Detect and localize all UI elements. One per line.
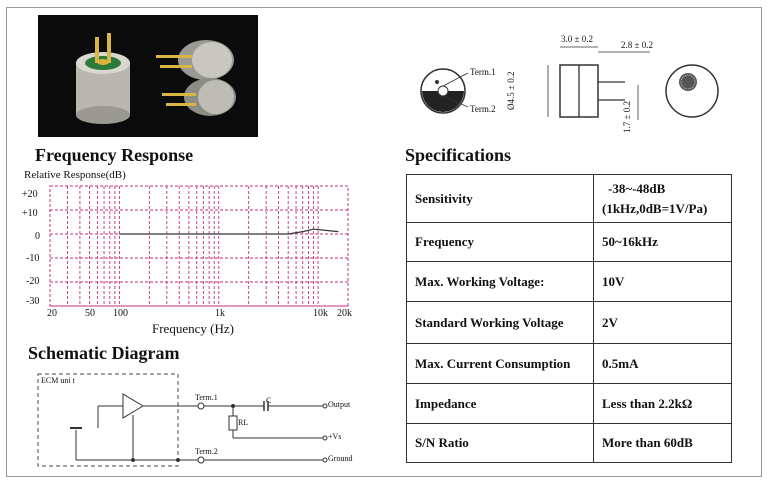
specifications-table: Sensitivity -38~-48dB (1kHz,0dB=1V/Pa) F…	[406, 174, 732, 463]
x-tick-label: 10k	[313, 308, 328, 319]
spec-row-impedance: Impedance Less than 2.2kΩ	[406, 383, 732, 424]
specifications-title: Specifications	[405, 145, 511, 165]
spec-row-sn-ratio: S/N Ratio More than 60dB	[406, 423, 732, 463]
chart-frame	[49, 185, 349, 307]
schematic-term1-label: Term.1	[195, 393, 218, 402]
spec-label: Standard Working Voltage	[406, 301, 594, 344]
x-tick-label: 20	[47, 308, 57, 319]
pin-spacing-dimension: 1.7 ± 0.2	[622, 101, 632, 133]
capacitor-label: C	[266, 396, 272, 405]
dimension-drawing	[420, 46, 719, 120]
spec-label: Max. Working Voltage:	[406, 261, 594, 302]
term2-label: Term.2	[470, 104, 496, 114]
spec-row-sensitivity: Sensitivity -38~-48dB (1kHz,0dB=1V/Pa)	[406, 174, 732, 223]
frequency-response-title: Frequency Response	[35, 145, 194, 165]
diameter-dimension: Ø4.5 ± 0.2	[506, 71, 516, 110]
spec-value: 50~16kHz	[593, 222, 732, 262]
amplifier-icon	[122, 393, 144, 419]
x-tick-label: 100	[113, 308, 128, 319]
spec-row-max-current-consumption: Max. Current Consumption 0.5mA	[406, 343, 732, 384]
x-tick-label: 20k	[337, 308, 352, 319]
spec-label: Impedance	[406, 383, 594, 424]
spec-value: -38~-48dB (1kHz,0dB=1V/Pa)	[593, 174, 732, 223]
chart-series	[119, 228, 339, 235]
spec-row-standard-working-voltage: Standard Working Voltage 2V	[406, 301, 732, 344]
y-tick-label: -30	[26, 296, 40, 307]
spec-label: Max. Current Consumption	[406, 343, 594, 384]
y-tick-label: -10	[26, 253, 40, 264]
term1-label: Term.1	[470, 67, 496, 77]
mic-rear-view	[665, 64, 719, 118]
resistor-label: RL	[238, 418, 249, 427]
spec-value: 10V	[593, 261, 732, 302]
chart-grid	[49, 185, 349, 307]
output-label: Output	[328, 400, 351, 409]
pin-length-dimension: 2.8 ± 0.2	[621, 40, 653, 50]
schematic-term2-label: Term.2	[195, 447, 218, 456]
ecm-unit-label: ECM uni t	[41, 376, 75, 385]
spec-value: More than 60dB	[593, 423, 732, 463]
chart-x-label: Frequency (Hz)	[152, 321, 234, 336]
x-tick-label: 50	[85, 308, 95, 319]
spec-row-frequency: Frequency 50~16kHz	[406, 222, 732, 262]
top-width-dimension: 3.0 ± 0.2	[561, 34, 593, 44]
ground-label: Ground	[328, 454, 353, 463]
resistor-icon	[228, 415, 238, 431]
spec-value: 0.5mA	[593, 343, 732, 384]
chart-y-label: Relative Response(dB)	[24, 169, 126, 181]
schematic-diagram-title: Schematic Diagram	[28, 343, 180, 363]
vs-label: +Vs	[328, 432, 342, 441]
y-tick-label: 0	[35, 231, 40, 242]
spec-value: 2V	[593, 301, 732, 344]
page-frame	[6, 7, 762, 477]
spec-label: Sensitivity	[406, 174, 594, 223]
spec-value-line: -38~-48dB	[608, 180, 666, 196]
spec-label: Frequency	[406, 222, 594, 262]
y-tick-label: +10	[22, 208, 38, 219]
ecm-unit-box	[37, 373, 179, 467]
spec-label: S/N Ratio	[406, 423, 594, 463]
schematic-drawing	[37, 373, 328, 467]
spec-value: Less than 2.2kΩ	[593, 383, 732, 424]
x-tick-label: 1k	[215, 308, 225, 319]
y-tick-label: +20	[22, 189, 38, 200]
y-tick-label: -20	[26, 276, 40, 287]
product-photo	[38, 15, 258, 137]
response-line	[119, 228, 339, 235]
spec-row-max-working-voltage: Max. Working Voltage: 10V	[406, 261, 732, 302]
spec-value-line: (1kHz,0dB=1V/Pa)	[602, 200, 708, 216]
